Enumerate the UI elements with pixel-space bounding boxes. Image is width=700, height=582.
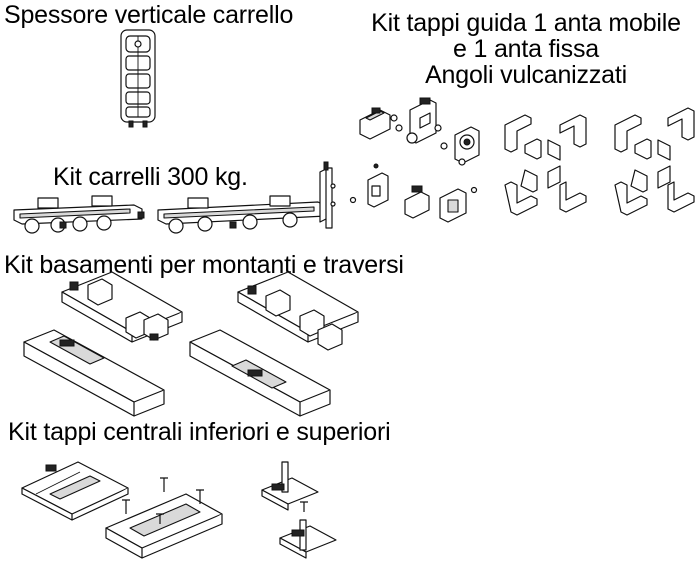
kit-basamenti-drawing [23,271,359,417]
label-spessore-verticale-carrello: Spessore verticale carrello [4,1,294,29]
label-kit-tappi-centrali: Kit tappi centrali inferiori e superiori [8,418,391,446]
spessore-verticale-carrello-drawing [120,29,156,128]
kit-tappi-centrali-drawing [21,461,337,559]
angoli-vulcanizzati-set-2 [614,107,695,216]
kit-tappi-guida-drawing [349,97,480,223]
label-kit-tappi-guida-line2: e 1 anta fissa [453,35,599,63]
label-kit-basamenti: Kit basamenti per montanti e traversi [4,251,404,279]
angoli-vulcanizzati-set-1 [504,114,587,216]
label-kit-carrelli: Kit carrelli 300 kg. [53,163,248,191]
kit-carrelli-drawing [13,161,336,234]
label-kit-tappi-guida-line1: Kit tappi guida 1 anta mobile [371,9,681,37]
label-angoli-vulcanizzati: Angoli vulcanizzati [425,61,627,89]
